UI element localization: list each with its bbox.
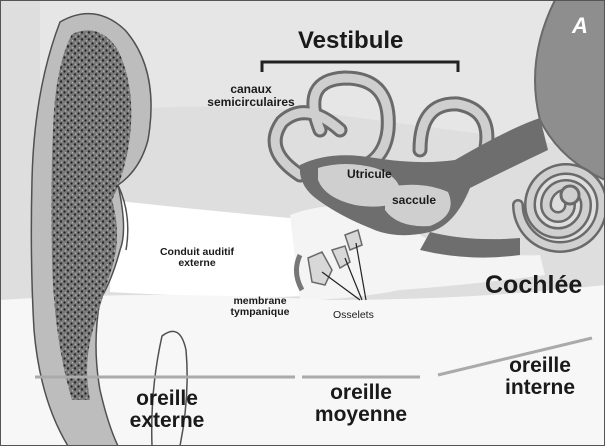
label-utricule: Utricule (347, 168, 392, 181)
label-conduit: Conduit auditif externe (142, 247, 252, 269)
region-moyenne-line1: oreille (330, 381, 392, 404)
region-interne: oreille interne (490, 355, 590, 399)
label-cochlee: Cochlée (485, 272, 582, 298)
label-conduit-line2: externe (178, 257, 215, 269)
region-moyenne: oreille moyenne (302, 382, 420, 426)
region-interne-line2: interne (505, 376, 575, 399)
panel-letter: A (572, 14, 588, 37)
label-vestibule: Vestibule (298, 28, 403, 53)
label-canaux-line2: semicirculaires (207, 95, 294, 109)
region-externe-line1: oreille (136, 387, 198, 410)
region-externe: oreille externe (112, 388, 222, 432)
region-externe-line2: externe (130, 409, 205, 432)
label-saccule: saccule (392, 194, 436, 207)
label-membrane-line2: tympanique (231, 306, 290, 318)
region-moyenne-line2: moyenne (315, 403, 407, 426)
label-membrane: membrane tympanique (215, 296, 305, 318)
label-osselets: Osselets (333, 310, 374, 321)
label-canaux: canaux semicirculaires (206, 83, 296, 108)
region-interne-line1: oreille (509, 354, 571, 377)
